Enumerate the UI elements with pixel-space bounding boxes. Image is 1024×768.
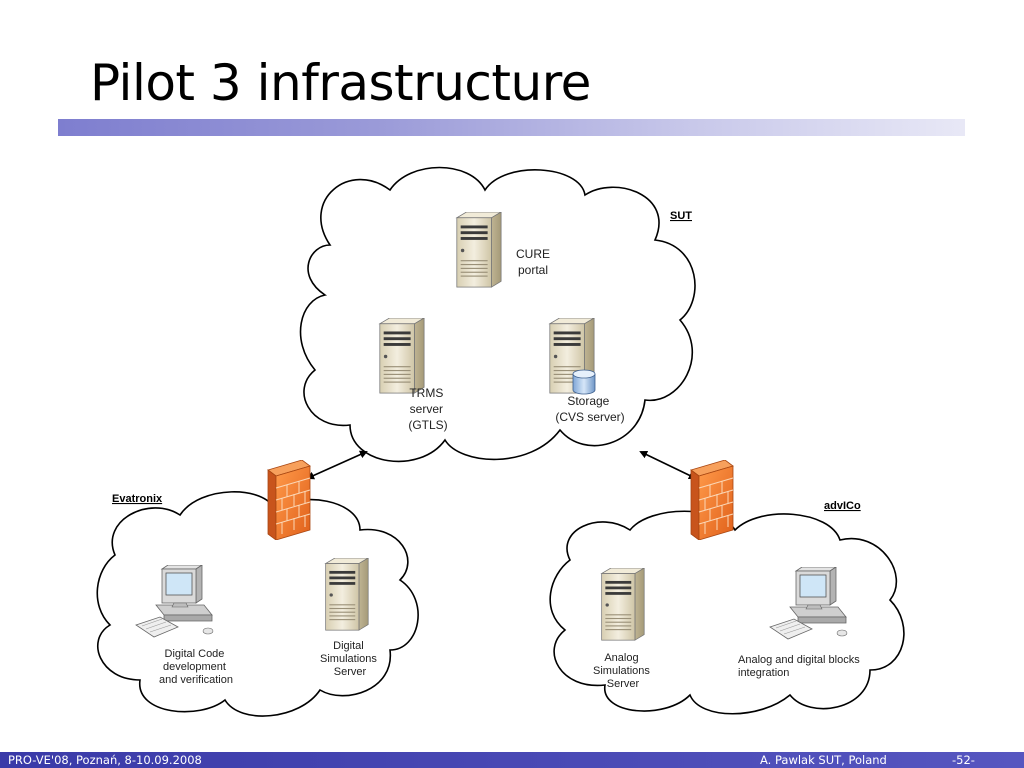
cure-portal-label: CURE portal — [516, 247, 553, 277]
footer-author: A. Pawlak SUT, Poland — [760, 753, 887, 767]
cloud-label-sut: SUT — [670, 210, 692, 222]
footer-bar: PRO-VE'08, Poznań, 8-10.09.2008 A. Pawla… — [0, 752, 1024, 768]
title-underline-bar — [58, 119, 965, 136]
link-sut-advico-arrow — [639, 450, 697, 480]
server-tower-icon — [325, 558, 369, 631]
slide-title: Pilot 3 infrastructure — [90, 54, 591, 112]
server-tower-icon — [379, 318, 425, 394]
footer-page-number: -52- — [952, 753, 975, 767]
firewall-icon — [267, 460, 311, 540]
cloud-evatronix — [96, 491, 419, 717]
digital-code-label: Digital Code development and verificatio… — [159, 648, 233, 686]
trms-server-label: TRMS server (GTLS) — [408, 386, 447, 432]
footer-conference: PRO-VE'08, Poznań, 8-10.09.2008 — [8, 753, 202, 767]
server-tower-icon — [601, 568, 645, 641]
analog-simulations-server-label: Analog Simulations Server — [593, 652, 653, 690]
server-tower-icon — [456, 212, 502, 288]
digital-simulations-server-label: Digital Simulations Server — [320, 640, 380, 678]
analog-digital-integration-label: Analog and digital blocks integration — [738, 654, 863, 679]
cloud-label-advico: advICo — [824, 500, 861, 512]
database-icon — [572, 369, 596, 395]
storage-server-label: Storage (CVS server) — [555, 394, 624, 424]
cloud-sut — [299, 166, 696, 463]
network-diagram: SUT Evatronix advICo CURE portal TRMS se… — [96, 166, 905, 717]
cloud-label-evatronix: Evatronix — [112, 493, 163, 505]
firewall-icon — [690, 460, 734, 540]
link-sut-evatronix-arrow — [306, 450, 368, 480]
